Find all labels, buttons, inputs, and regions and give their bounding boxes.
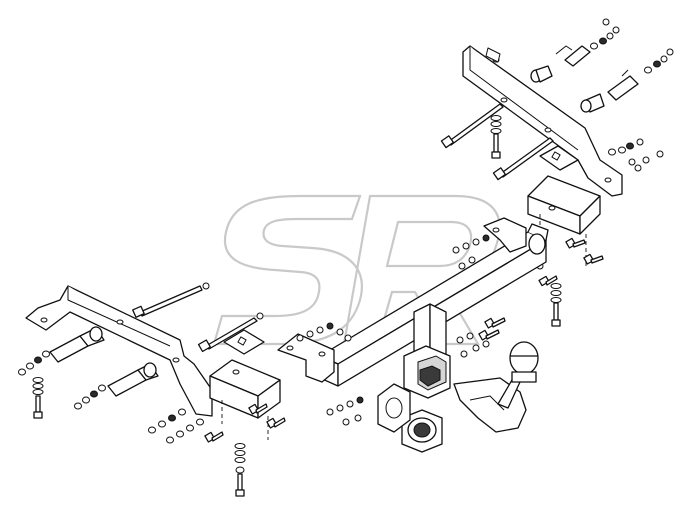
beam-end-plate-right [483,217,527,253]
right-side-bracket [462,45,623,197]
washer-stack-left [32,377,44,419]
long-bolt-left-upper [132,282,210,318]
long-bolt-left-lower [197,312,264,353]
tow-bracket-center [403,303,451,399]
washer-stack-upper [490,115,502,159]
bolt-right-lower [565,237,604,265]
spacer-tube-left-lower [107,362,159,397]
nut-row-beam-left [296,322,352,342]
nut-column-left-lower [74,384,106,410]
beam-end-plate-left [277,333,335,383]
nut-pair-right-box [536,262,558,287]
spacer-tube-left-upper [49,326,105,363]
long-bolt-lower [492,137,554,181]
washer-stack-right [550,283,562,327]
spacer-tube-lower [580,69,639,113]
nut-column-left-upper [18,350,50,376]
socket-plate [377,383,411,433]
nut-row-center-left [326,396,364,426]
electric-socket [401,409,443,453]
nut-cluster-left-bottom [148,408,204,444]
long-bolt-upper [440,103,504,149]
tow-ball-neck [453,377,527,433]
spacer-tube-upper [530,45,591,83]
tow-ball [509,341,539,383]
washer-stack-left-bottom [234,443,246,497]
nut-row-side-right [608,138,664,172]
bolt-set-center [456,317,506,358]
square-plate-left [223,329,265,355]
right-mounting-box [527,175,601,266]
nut-row-beam [452,234,490,270]
nut-row-top [590,18,620,50]
left-mounting-box [209,359,281,440]
bolt-left-below-box [204,403,286,443]
square-plate-right [539,145,579,171]
nut-row-middle-right [644,48,674,74]
